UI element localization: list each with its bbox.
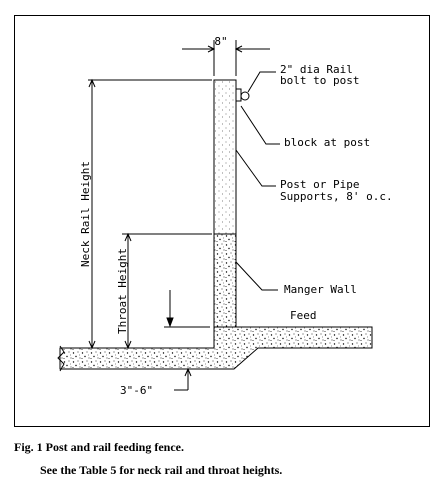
rail-bolt-leader <box>247 71 276 93</box>
throat-height-label: Throat Height <box>116 248 129 334</box>
block-leader <box>240 105 280 145</box>
width-dimension <box>182 40 270 76</box>
post-label-line1: Post or Pipe <box>280 178 359 191</box>
footing-dimension-label: 3"-6" <box>120 384 153 397</box>
figure-caption-note: See the Table 5 for neck rail and throat… <box>40 463 283 477</box>
feed-label: Feed <box>290 309 317 322</box>
rail-bolt <box>240 91 250 101</box>
rail-bolt-label-line1: 2" dia Rail <box>280 63 353 76</box>
neck-rail-height-dimension <box>88 78 212 350</box>
post-leader <box>235 149 276 187</box>
figure-frame <box>14 15 430 427</box>
manger-wall <box>213 233 237 328</box>
width-dimension-label: 8" <box>214 35 227 48</box>
throat-height-dimension <box>122 232 212 350</box>
neck-rail-height-label: Neck Rail Height <box>79 161 92 267</box>
block-label: block at post <box>284 136 370 149</box>
footing-dimension <box>174 367 192 391</box>
manger-wall-leader <box>235 261 278 291</box>
rail-bolt-label-line2: bolt to post <box>280 74 359 87</box>
post <box>213 79 237 235</box>
manger-wall-label: Manger Wall <box>284 283 357 296</box>
floor-slab <box>59 326 373 370</box>
rail-block <box>235 88 242 102</box>
feed-level-arrow <box>164 290 210 328</box>
figure-caption: Fig. 1 Post and rail feeding fence. <box>14 440 184 454</box>
post-label-line2: Supports, 8' o.c. <box>280 190 393 203</box>
slab-break-line <box>57 345 65 372</box>
